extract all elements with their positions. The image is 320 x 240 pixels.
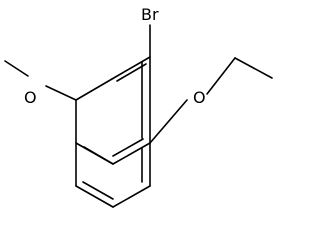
bond-c6-c7: [112, 185, 151, 208]
bond-c5-c6: [75, 185, 114, 208]
bond-o-ethyl-ch2: [206, 57, 236, 95]
molecule-structure-svg: Br O O: [4, 5, 273, 208]
bond-c4-o: [45, 85, 77, 101]
bond-c2-c3: [111, 56, 151, 80]
bond-o-methyl: [4, 60, 29, 77]
atom-label-ethoxy-oxygen: O: [193, 88, 206, 107]
bond-ethyl-ch2-ch3: [234, 57, 273, 79]
atom-label-bromine: Br: [141, 5, 159, 24]
bond-c4a-c8a-inner: [83, 146, 114, 165]
bond-c1-o: [149, 99, 188, 144]
bond-c8a-c1-inner: [112, 138, 144, 157]
bond-c2-c3-inner: [116, 63, 147, 82]
molecule-diagram: Br O O: [4, 5, 273, 208]
atom-label-methoxy-oxygen: O: [24, 88, 37, 107]
bond-c3-c4: [75, 78, 113, 101]
bond-c8a-c1: [112, 142, 151, 165]
bond-c5-c6-inner: [82, 181, 114, 200]
